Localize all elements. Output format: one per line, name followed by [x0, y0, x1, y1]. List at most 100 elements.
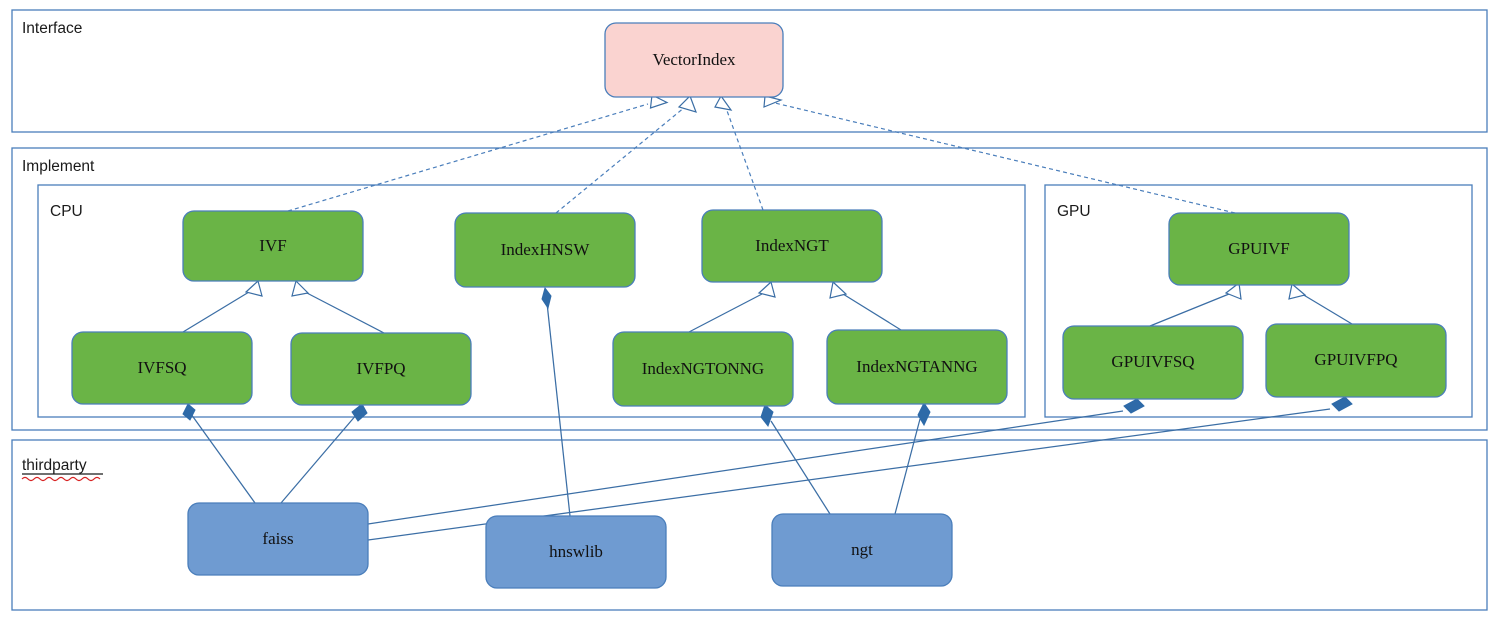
- node-gpuivfpq[interactable]: GPUIVFPQ: [1265, 323, 1447, 398]
- node-faiss[interactable]: faiss: [187, 502, 369, 576]
- edge-indexngt-to-vectorindex[interactable]: [714, 94, 764, 211]
- node-ivf[interactable]: IVF: [182, 210, 364, 282]
- edge-ivfpq-to-ivf-arrowhead-icon: [291, 279, 310, 297]
- node-indexngtanng-label: IndexNGTANNG: [856, 357, 977, 376]
- edge-gpuivfpq-to-gpuivf[interactable]: [1288, 282, 1353, 325]
- edge-gpuivfpq-to-gpuivf-arrowhead-icon: [1288, 282, 1307, 300]
- edge-faiss-to-gpuivfsq-line[interactable]: [367, 410, 1124, 525]
- node-ivfpq-label: IVFPQ: [356, 359, 405, 378]
- node-gpuivf-rect[interactable]: [1168, 212, 1350, 286]
- node-gpuivfsq-rect[interactable]: [1062, 325, 1244, 400]
- node-ngt-label: ngt: [851, 540, 873, 559]
- edge-gpuivf-to-vectorindex[interactable]: [763, 95, 1236, 214]
- edge-ivf-to-vectorindex-line[interactable]: [287, 103, 649, 212]
- edge-gpuivfsq-to-gpuivf-arrowhead-icon: [1224, 281, 1242, 300]
- edge-faiss-to-gpuivfsq[interactable]: [367, 398, 1145, 525]
- edge-ivfsq-to-ivf-line[interactable]: [182, 291, 250, 333]
- node-vectorindex-rect[interactable]: [604, 22, 784, 98]
- edge-indexngtonng-to-indexngt[interactable]: [688, 280, 776, 333]
- node-gpuivfsq[interactable]: GPUIVFSQ: [1062, 325, 1244, 400]
- edge-ngt-to-indexngtanng[interactable]: [894, 402, 931, 515]
- edge-ivfsq-to-ivf-arrowhead-icon: [244, 279, 263, 297]
- edge-hnswlib-to-indexhnsw-line[interactable]: [546, 302, 571, 517]
- node-indexhnsw-rect[interactable]: [454, 212, 636, 288]
- edge-ngt-to-indexngtonng[interactable]: [760, 404, 831, 515]
- node-ivf-label: IVF: [259, 236, 286, 255]
- node-indexngtonng[interactable]: IndexNGTONNG: [612, 331, 794, 407]
- edge-indexngtanng-to-indexngt-arrowhead-icon: [829, 280, 848, 299]
- edge-indexhnsw-to-vectorindex[interactable]: [555, 94, 697, 214]
- node-ivf-rect[interactable]: [182, 210, 364, 282]
- edge-indexhnsw-to-vectorindex-arrowhead-icon: [677, 94, 697, 113]
- edge-ivf-to-vectorindex[interactable]: [287, 94, 669, 212]
- edge-faiss-to-gpuivfpq-diamond-icon: [1331, 396, 1353, 412]
- edge-indexngtonng-to-indexngt-line[interactable]: [688, 293, 763, 333]
- edge-hnswlib-to-indexhnsw-diamond-icon: [541, 286, 552, 310]
- edge-indexhnsw-to-vectorindex-line[interactable]: [555, 106, 686, 214]
- edge-ivf-to-vectorindex-arrowhead-icon: [649, 94, 669, 109]
- node-indexngtanng-rect[interactable]: [826, 329, 1008, 405]
- edge-ivfpq-to-ivf-line[interactable]: [304, 291, 385, 334]
- edge-indexngtanng-to-indexngt[interactable]: [829, 280, 902, 331]
- node-indexngtonng-label: IndexNGTONNG: [642, 359, 764, 378]
- group-implement-label: Implement: [22, 158, 95, 175]
- edge-faiss-to-ivfpq[interactable]: [280, 403, 368, 504]
- node-vectorindex-label: VectorIndex: [652, 50, 736, 69]
- node-faiss-rect[interactable]: [187, 502, 369, 576]
- edge-ngt-to-indexngtonng-line[interactable]: [770, 420, 831, 515]
- nodes: VectorIndex IVF IndexHNSW IndexNGT GPUIV…: [71, 22, 1447, 589]
- group-thirdparty-label: thirdparty: [22, 457, 87, 474]
- node-ivfsq[interactable]: IVFSQ: [71, 331, 253, 405]
- edge-indexngtonng-to-indexngt-arrowhead-icon: [757, 280, 776, 298]
- node-indexngtanng[interactable]: IndexNGTANNG: [826, 329, 1008, 405]
- edge-gpuivfpq-to-gpuivf-line[interactable]: [1301, 293, 1353, 325]
- group-cpu-label: CPU: [50, 203, 83, 220]
- node-indexngt-rect[interactable]: [701, 209, 883, 283]
- edge-ivfpq-to-ivf[interactable]: [291, 279, 385, 334]
- edges-realization: [287, 94, 1236, 214]
- node-indexngt-label: IndexNGT: [755, 236, 829, 255]
- edge-hnswlib-to-indexhnsw[interactable]: [541, 286, 571, 517]
- edge-indexngt-to-vectorindex-line[interactable]: [725, 107, 764, 211]
- edge-gpuivfsq-to-gpuivf-line[interactable]: [1149, 293, 1230, 327]
- group-gpu-label: GPU: [1057, 203, 1091, 220]
- edge-indexngtanng-to-indexngt-line[interactable]: [842, 293, 902, 331]
- node-hnswlib[interactable]: hnswlib: [485, 515, 667, 589]
- node-faiss-label: faiss: [262, 529, 293, 548]
- node-indexhnsw-label: IndexHNSW: [501, 240, 591, 259]
- edge-faiss-to-ivfsq[interactable]: [182, 403, 256, 504]
- edge-ngt-to-indexngtonng-diamond-icon: [760, 404, 774, 428]
- edge-ngt-to-indexngtanng-diamond-icon: [917, 402, 931, 427]
- node-hnswlib-label: hnswlib: [549, 542, 603, 561]
- node-ivfpq-rect[interactable]: [290, 332, 472, 406]
- edge-indexngt-to-vectorindex-arrowhead-icon: [714, 94, 733, 111]
- edge-faiss-to-ivfpq-diamond-icon: [351, 403, 368, 422]
- node-ivfpq[interactable]: IVFPQ: [290, 332, 472, 406]
- edge-ivfsq-to-ivf[interactable]: [182, 279, 263, 333]
- edge-gpuivf-to-vectorindex-arrowhead-icon: [763, 95, 783, 108]
- edge-ngt-to-indexngtanng-line[interactable]: [894, 418, 921, 515]
- node-ngt-rect[interactable]: [771, 513, 953, 587]
- edge-faiss-to-ivfsq-line[interactable]: [190, 413, 256, 504]
- node-gpuivf-label: GPUIVF: [1228, 239, 1289, 258]
- node-gpuivfpq-label: GPUIVFPQ: [1314, 350, 1397, 369]
- node-indexngt[interactable]: IndexNGT: [701, 209, 883, 283]
- node-hnswlib-rect[interactable]: [485, 515, 667, 589]
- group-interface-label: Interface: [22, 20, 82, 37]
- edge-faiss-to-gpuivfsq-diamond-icon: [1123, 398, 1145, 414]
- node-gpuivfpq-rect[interactable]: [1265, 323, 1447, 398]
- node-vectorindex[interactable]: VectorIndex: [604, 22, 784, 98]
- edge-faiss-to-ivfsq-diamond-icon: [182, 403, 196, 421]
- thirdparty-spellcheck-underline-icon: [21, 476, 101, 482]
- node-indexhnsw[interactable]: IndexHNSW: [454, 212, 636, 288]
- edge-faiss-to-ivfpq-line[interactable]: [280, 413, 358, 504]
- edges-generalization: [182, 279, 1353, 334]
- node-ngt[interactable]: ngt: [771, 513, 953, 587]
- node-ivfsq-rect[interactable]: [71, 331, 253, 405]
- node-ivfsq-label: IVFSQ: [137, 358, 186, 377]
- edge-gpuivfsq-to-gpuivf[interactable]: [1149, 281, 1242, 327]
- node-indexngtonng-rect[interactable]: [612, 331, 794, 407]
- node-gpuivf[interactable]: GPUIVF: [1168, 212, 1350, 286]
